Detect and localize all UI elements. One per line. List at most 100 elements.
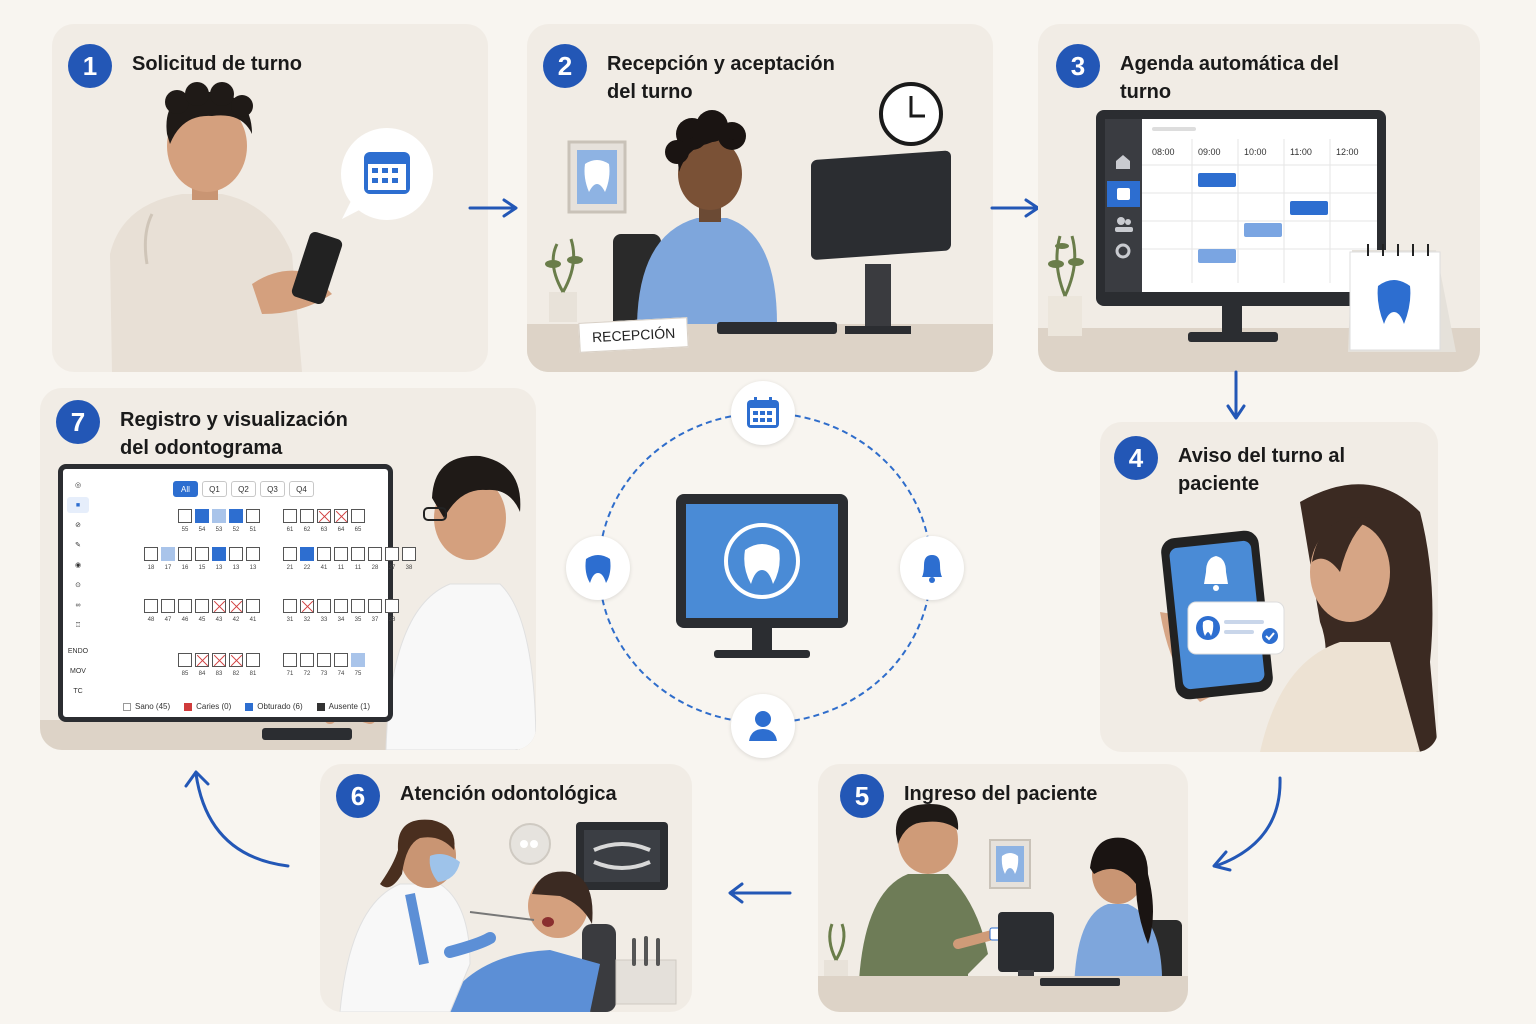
center-tooth-badge — [566, 536, 630, 600]
tooth[interactable] — [351, 599, 365, 613]
tooth[interactable] — [283, 599, 297, 613]
tooth-number: 13 — [229, 565, 243, 571]
tooth-number: 37 — [385, 565, 399, 571]
tooth[interactable] — [317, 509, 331, 523]
tooth-number: 16 — [178, 565, 192, 571]
tooth[interactable] — [229, 509, 243, 523]
tooth[interactable] — [144, 547, 158, 561]
tc-tool[interactable]: TC — [67, 683, 89, 699]
tooth-number: 45 — [195, 617, 209, 623]
fill-tool-icon[interactable]: ■ — [67, 497, 89, 513]
tooth[interactable] — [368, 547, 382, 561]
tooth-number: 15 — [195, 565, 209, 571]
tooth[interactable] — [212, 653, 226, 667]
tooth[interactable] — [246, 653, 260, 667]
tooth[interactable] — [195, 599, 209, 613]
tooth[interactable] — [300, 547, 314, 561]
center-monitor-stand — [714, 626, 810, 660]
tooth[interactable] — [178, 509, 192, 523]
step-6-title: Atención odontológica — [400, 774, 617, 808]
step-6-header: 6 Atención odontológica — [336, 774, 617, 818]
odontogram-screen: ◎ ■ ⊘ ✎ ◉ ⊙ ∞ ♖ ENDO MOV TC All Q1 Q2 Q3… — [58, 464, 393, 722]
tooth[interactable] — [161, 599, 175, 613]
tooth[interactable] — [212, 509, 226, 523]
tooth[interactable] — [300, 653, 314, 667]
tooth[interactable] — [229, 547, 243, 561]
step-7-card: 7 Registro y visualización del odontogra… — [40, 388, 536, 750]
legend-sano: Sano (45) — [135, 702, 170, 711]
tooth[interactable] — [317, 547, 331, 561]
tooth[interactable] — [385, 599, 399, 613]
legend-item: Sano (45) — [123, 702, 170, 711]
crown-tool-icon[interactable]: ♖ — [67, 617, 89, 633]
teeth-row-left — [144, 547, 260, 561]
tooth[interactable] — [212, 599, 226, 613]
tooth[interactable] — [300, 509, 314, 523]
tooth[interactable] — [195, 547, 209, 561]
tab-all[interactable]: All — [173, 481, 198, 497]
arrow-5-to-6 — [724, 880, 794, 906]
center-bell-badge — [900, 536, 964, 600]
tooth[interactable] — [178, 547, 192, 561]
odontogram-legend: Sano (45) Caries (0) Obturado (6) Ausent… — [123, 702, 370, 711]
teeth-row-right — [283, 547, 416, 561]
tooth[interactable] — [283, 509, 297, 523]
tooth[interactable] — [212, 547, 226, 561]
tooth[interactable] — [246, 599, 260, 613]
mov-tool[interactable]: MOV — [67, 663, 89, 679]
tooth-number: 52 — [229, 527, 243, 533]
tab-q4[interactable]: Q4 — [289, 481, 314, 497]
tooth[interactable] — [283, 653, 297, 667]
tooth-tool-icon[interactable]: ◎ — [67, 477, 89, 493]
step-3-number: 3 — [1056, 44, 1100, 88]
tooth[interactable] — [351, 653, 365, 667]
tooth-number: 84 — [195, 671, 209, 677]
target-tool-icon[interactable]: ◉ — [67, 557, 89, 573]
center-user-badge — [731, 694, 795, 758]
tooth[interactable] — [283, 547, 297, 561]
tooth[interactable] — [334, 599, 348, 613]
tooth[interactable] — [334, 653, 348, 667]
tooth[interactable] — [195, 653, 209, 667]
tooth[interactable] — [368, 599, 382, 613]
tooth-number: 38 — [385, 617, 399, 623]
step-1-title: Solicitud de turno — [132, 44, 302, 78]
tooth-number: 35 — [351, 617, 365, 623]
tooth[interactable] — [317, 653, 331, 667]
tooth[interactable] — [317, 599, 331, 613]
tab-q1[interactable]: Q1 — [202, 481, 227, 497]
tooth-number: 82 — [229, 671, 243, 677]
tooth[interactable] — [229, 653, 243, 667]
tooth[interactable] — [229, 599, 243, 613]
tooth-number: 62 — [300, 527, 314, 533]
arrow-4-to-5 — [1206, 772, 1290, 872]
step-6-card: 6 Atención odontológica — [320, 764, 692, 1012]
tooth[interactable] — [300, 599, 314, 613]
link-tool-icon[interactable]: ⊘ — [67, 517, 89, 533]
tooth[interactable] — [351, 547, 365, 561]
tooth[interactable] — [385, 547, 399, 561]
tooth-numbers-left: 48474645434241 — [144, 617, 260, 623]
circle-tool-icon[interactable]: ⊙ — [67, 577, 89, 593]
tooth[interactable] — [351, 509, 365, 523]
step-5-card: 5 Ingreso del paciente — [818, 764, 1188, 1012]
tab-q3[interactable]: Q3 — [260, 481, 285, 497]
tooth[interactable] — [178, 653, 192, 667]
tooth[interactable] — [178, 599, 192, 613]
tooth-number: 11 — [351, 565, 365, 571]
step-2-number: 2 — [543, 44, 587, 88]
tooth[interactable] — [402, 547, 416, 561]
endo-tool[interactable]: ENDO — [67, 643, 89, 659]
bell-icon — [917, 551, 947, 585]
tooth[interactable] — [334, 509, 348, 523]
tooth[interactable] — [161, 547, 175, 561]
pen-tool-icon[interactable]: ✎ — [67, 537, 89, 553]
tooth[interactable] — [195, 509, 209, 523]
chain-tool-icon[interactable]: ∞ — [67, 597, 89, 613]
tooth[interactable] — [246, 547, 260, 561]
tooth[interactable] — [334, 547, 348, 561]
tooth[interactable] — [144, 599, 158, 613]
tooth[interactable] — [246, 509, 260, 523]
tooth-number: 83 — [212, 671, 226, 677]
tab-q2[interactable]: Q2 — [231, 481, 256, 497]
